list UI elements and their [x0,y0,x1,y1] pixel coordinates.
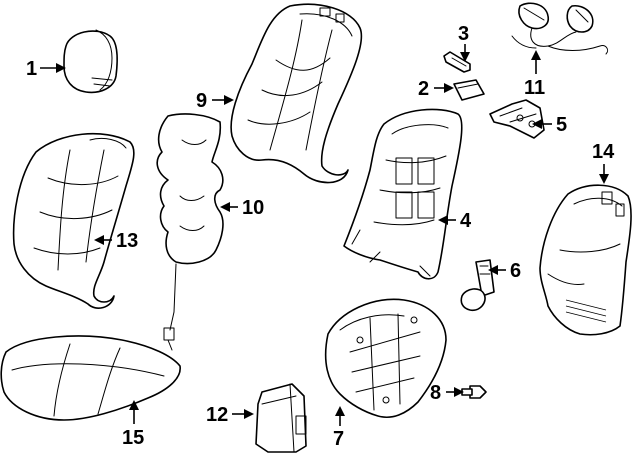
callout-9: 9 [196,90,207,112]
part-9-backrest-cover[interactable] [230,3,363,184]
callout-7: 7 [333,428,344,450]
callout-8: 8 [430,382,441,404]
part-7-seat-frame[interactable] [324,298,447,418]
callout-3: 3 [458,23,469,45]
callout-11: 11 [524,77,545,99]
part-6-connector[interactable] [460,259,495,312]
callout-15: 15 [122,427,144,449]
part-3-bracket[interactable] [443,51,471,73]
callout-14: 14 [592,141,615,163]
callout-12: 12 [206,404,228,426]
part-12-control-module[interactable] [255,383,307,453]
callout-6: 6 [510,260,521,282]
callout-5: 5 [556,114,567,136]
callout-labels: 1 2 3 4 5 6 7 8 9 10 11 12 13 14 15 [26,23,615,450]
part-10-heater-mat[interactable] [156,113,224,351]
part-1-headrest[interactable] [63,29,118,94]
part-11-lumbar-harness[interactable] [511,2,609,55]
part-8-screw[interactable] [461,385,487,399]
callout-10: 10 [242,197,264,219]
leader-lines [40,44,609,426]
callout-2: 2 [418,78,429,100]
part-15-seat-cushion[interactable] [0,335,181,421]
callout-13: 13 [116,230,138,252]
part-4-backrest-frame[interactable] [343,108,463,280]
part-2-switch[interactable] [453,79,485,101]
callout-4: 4 [460,210,472,232]
part-13-backrest-cushion[interactable] [12,132,135,309]
part-14-rear-panel[interactable] [539,184,632,336]
part-5-mount-bracket[interactable] [489,99,545,139]
callout-1: 1 [26,58,37,80]
